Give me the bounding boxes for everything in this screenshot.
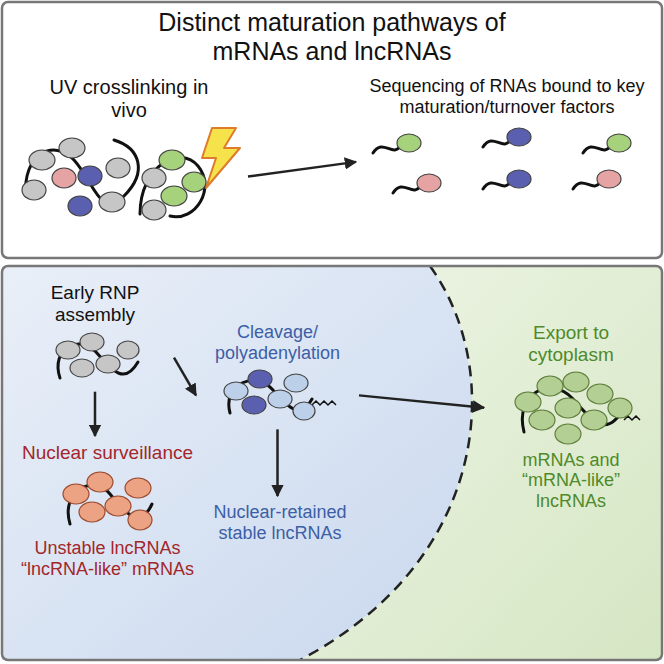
step-label: Nuclear surveillance [20, 440, 195, 466]
top-panel [2, 2, 662, 258]
step-node: Export to cytoplasm mRNAs and “mRNA-like… [488, 320, 654, 514]
step-node: Early RNP assembly [20, 280, 170, 388]
bottom-panel [2, 266, 662, 660]
step-node: Sequencing of RNAs bound to key maturati… [360, 74, 654, 204]
nuclear-boundary [300, 266, 472, 660]
step-label: Unstable lncRNAs “lncRNA-like” mRNAs [20, 536, 195, 581]
step-node: Nuclear surveillance Unstable lncRNAs “l… [20, 440, 195, 581]
step-label: Nuclear-retained stable lncRNAs [210, 500, 350, 545]
step-node: Cleavage/ polyadenylation [200, 320, 355, 425]
cytoplasm-region [300, 266, 662, 660]
step-label: UV crosslinking in vivo [44, 74, 214, 124]
flow-arrow [276, 429, 279, 496]
flow-arrow [359, 395, 484, 407]
rna-fragments [361, 119, 653, 204]
step-label: mRNAs and “mRNA-like” lncRNAs [488, 448, 654, 514]
step-label: Early RNP assembly [20, 280, 170, 328]
early-rnp-illustration [20, 328, 170, 388]
step-node: UV crosslinking in vivo [14, 74, 244, 229]
export-rnp-illustration [488, 368, 658, 448]
flow-arrow [94, 392, 97, 436]
diagram-title: Distinct maturation pathways of mRNAs an… [132, 8, 532, 66]
step-label: Sequencing of RNAs bound to key maturati… [360, 74, 654, 119]
step-node: Nuclear-retained stable lncRNAs [205, 500, 355, 545]
rnp-illustration [14, 124, 244, 229]
step-label: Export to cytoplasm [488, 320, 654, 368]
cleavage-rnp-illustration [200, 365, 355, 425]
step-label: Cleavage/ polyadenylation [200, 320, 355, 365]
flow-arrow [174, 358, 196, 396]
flow-arrow [248, 162, 356, 177]
surveillance-rnp-illustration [20, 466, 195, 536]
